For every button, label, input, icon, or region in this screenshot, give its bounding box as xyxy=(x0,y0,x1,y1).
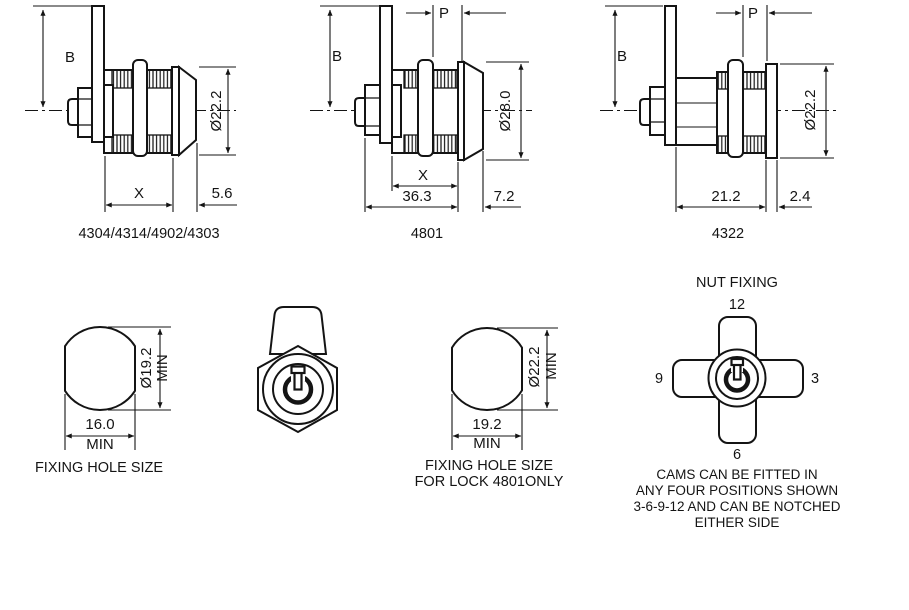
rear-hex-nut xyxy=(649,86,666,136)
dim-label-diameter-min: MIN xyxy=(154,354,171,382)
model-number: 4322 xyxy=(712,226,744,242)
head-cone xyxy=(463,60,484,162)
dim-label-b: B xyxy=(617,48,627,65)
dim-label-front: 2.4 xyxy=(790,188,811,205)
dim-label-diameter: Ø22.2 xyxy=(208,91,225,132)
fixing-hole-large-diagram: Ø22.2 MIN 19.2 MIN FIXING HOLE SIZE FOR … xyxy=(415,326,564,490)
hole-outline xyxy=(451,326,523,412)
lock-4801-side-view: B P X 36.3 7.2 Ø28.0 4801 xyxy=(310,5,532,242)
dim-label-front: 7.2 xyxy=(494,188,515,205)
rear-hex-nut xyxy=(77,87,93,138)
mounting-nut xyxy=(132,59,148,157)
fixing-hole-small-diagram: Ø19.2 MIN 16.0 MIN FIXING HOLE SIZE xyxy=(35,326,171,476)
dim-label-width-min: MIN xyxy=(473,435,501,452)
model-number: 4801 xyxy=(411,226,443,242)
rear-plug xyxy=(639,98,651,126)
dim-label-diameter: Ø22.2 xyxy=(802,90,819,131)
model-number: 4304/4314/4902/4303 xyxy=(78,226,219,242)
rear-plug xyxy=(67,98,79,126)
cam-bar xyxy=(379,5,393,144)
position-9: 9 xyxy=(655,371,663,387)
caption-line-2: FOR LOCK 4801ONLY xyxy=(415,474,564,490)
lock-front-view xyxy=(257,306,338,434)
mounting-nut xyxy=(417,59,434,157)
dim-label-diameter: Ø22.2 xyxy=(526,347,543,388)
dim-label-b: B xyxy=(332,48,342,65)
position-12: 12 xyxy=(729,297,745,313)
nut-fixing-diagram: NUT FIXING 12 3 9 6 CAMS CAN BE FITTED I… xyxy=(633,275,840,530)
cam-bar xyxy=(91,5,105,143)
cam-front xyxy=(268,306,328,355)
mounting-nut xyxy=(727,59,744,158)
dim-label-width: 16.0 xyxy=(85,416,114,433)
caption-line-1: FIXING HOLE SIZE xyxy=(425,458,553,474)
position-6: 6 xyxy=(733,447,741,463)
dim-label-x: X xyxy=(134,185,144,202)
washer xyxy=(391,84,402,138)
note-line-3: 3-6-9-12 AND CAN BE NOTCHED xyxy=(633,499,840,514)
washer xyxy=(103,84,114,138)
hole-outline xyxy=(64,326,136,411)
dim-label-p: P xyxy=(748,5,758,22)
caption: FIXING HOLE SIZE xyxy=(35,460,163,476)
note-line-2: ANY FOUR POSITIONS SHOWN xyxy=(636,483,838,498)
head-cone xyxy=(178,64,197,158)
rear-plug xyxy=(354,97,366,127)
nut-fixing-title: NUT FIXING xyxy=(696,275,778,291)
dim-label-length: 21.2 xyxy=(711,188,740,205)
dim-label-x: X xyxy=(418,167,428,184)
barrel-neck xyxy=(675,77,718,146)
dim-label-width-min: MIN xyxy=(86,436,114,453)
head-disc xyxy=(765,63,778,159)
position-3: 3 xyxy=(811,371,819,387)
dim-label-b: B xyxy=(65,49,75,66)
keyway-slot-cap xyxy=(290,365,306,375)
head-flange xyxy=(171,66,180,156)
dim-label-diameter: Ø19.2 xyxy=(138,348,155,389)
lock-4304-side-view: B X 5.6 Ø22.2 4304/4314/4902/4303 xyxy=(25,5,237,242)
lock-4322-side-view: B P 21.2 2.4 Ø22.2 4322 xyxy=(600,5,838,242)
keyway-slot-cap xyxy=(730,357,745,367)
note-line-4: EITHER SIDE xyxy=(695,515,780,530)
cam-bar xyxy=(664,5,677,146)
dim-label-front: 5.6 xyxy=(212,185,233,202)
dim-label-diameter: Ø28.0 xyxy=(497,91,514,132)
dim-label-width: 19.2 xyxy=(472,416,501,433)
dim-label-diameter-min: MIN xyxy=(543,352,560,380)
dim-label-length: 36.3 xyxy=(402,188,431,205)
dim-label-p: P xyxy=(439,5,449,22)
note-line-1: CAMS CAN BE FITTED IN xyxy=(656,467,817,482)
rear-hex-nut xyxy=(364,84,381,136)
